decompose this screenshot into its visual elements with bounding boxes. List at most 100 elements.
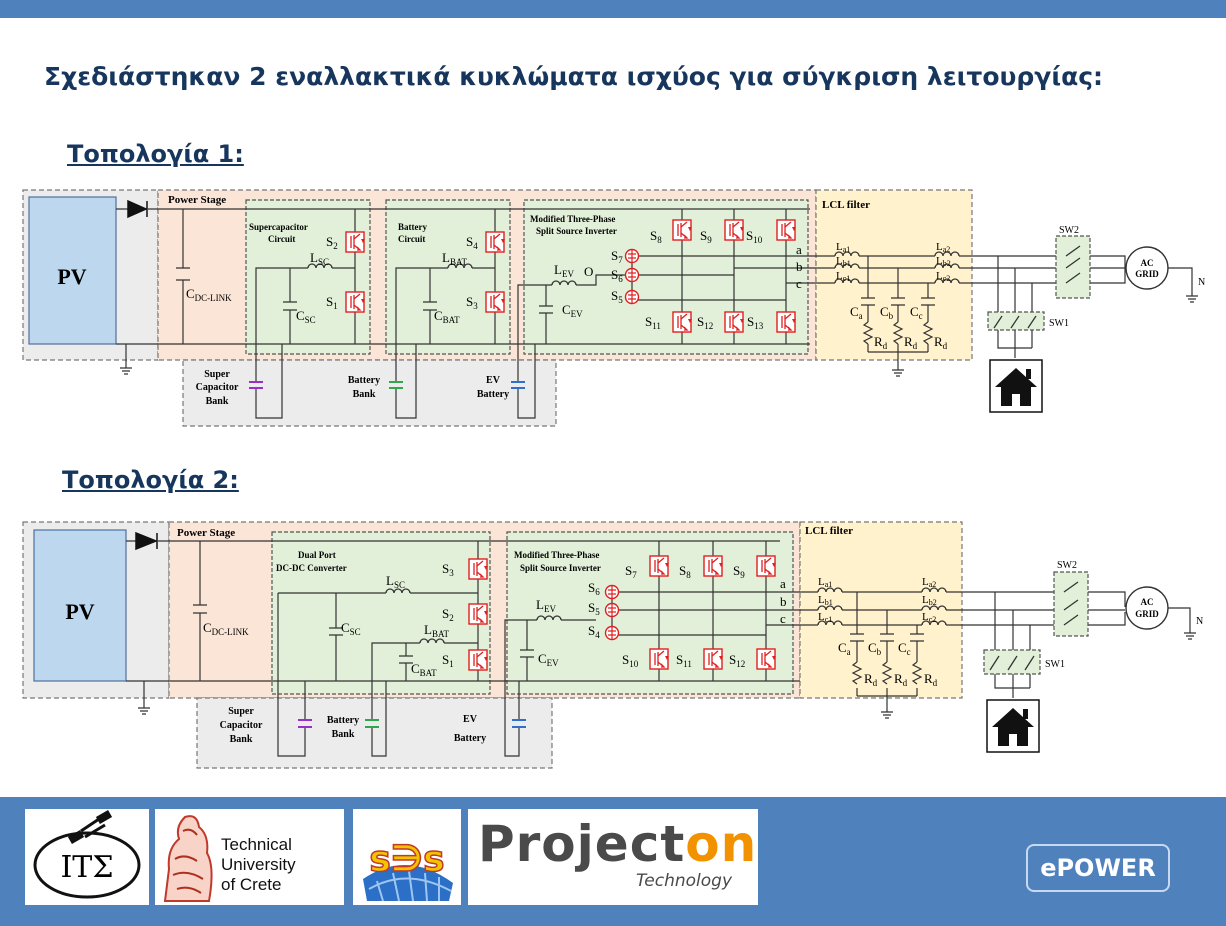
svg-text:S7: S7	[625, 563, 637, 580]
svg-text:S1: S1	[326, 294, 338, 311]
svg-text:S5: S5	[588, 600, 600, 617]
ics-text: ΙΤΣ	[60, 850, 113, 885]
svg-text:S1: S1	[442, 652, 454, 669]
svg-text:Battery: Battery	[327, 715, 359, 726]
svg-text:c: c	[780, 611, 786, 626]
sw1-label-1: SW1	[1049, 318, 1069, 329]
svg-text:Rd: Rd	[864, 671, 878, 688]
svg-text:Bank: Bank	[230, 734, 253, 745]
svg-text:Rd: Rd	[934, 334, 948, 351]
ses-solar-icon: s∋s	[363, 838, 453, 902]
dual-port-label-b: DC-DC Converter	[276, 563, 347, 573]
lcl-filter-label-1: LCL filter	[822, 199, 870, 211]
bat-circuit-label-1a: Battery	[398, 222, 427, 232]
svg-text:Battery: Battery	[477, 389, 509, 400]
svg-text:Super: Super	[204, 369, 230, 380]
svg-text:Bank: Bank	[332, 729, 355, 740]
svg-text:Cb: Cb	[880, 304, 894, 321]
svg-text:Cc: Cc	[910, 304, 923, 321]
projecton-logo: Projecton Technology	[468, 809, 758, 905]
svg-text:S8: S8	[650, 228, 662, 245]
tuc-logo: Technical University of Crete	[155, 809, 344, 905]
sw2-label-2: SW2	[1057, 560, 1077, 571]
power-stage-label-1: Power Stage	[168, 194, 226, 206]
tuc-emblem-icon	[163, 815, 213, 902]
svg-text:Lc2: Lc2	[936, 270, 950, 283]
svg-text:Capacitor: Capacitor	[220, 720, 263, 731]
neutral-label-2: N	[1196, 616, 1203, 627]
svg-text:Lc1: Lc1	[836, 270, 850, 283]
pv-panel-2	[33, 529, 127, 682]
svg-text:S4: S4	[466, 234, 478, 251]
svg-text:O: O	[584, 264, 593, 279]
pv-label-2: PV	[65, 599, 94, 624]
svg-text:Ca: Ca	[838, 640, 851, 657]
tuc-line-1: Technical	[221, 835, 292, 854]
tuc-line-2: University	[221, 855, 296, 874]
svg-text:a: a	[796, 242, 802, 257]
svg-text:CSC: CSC	[341, 620, 361, 637]
topology-2-title: Τοπολογία 2:	[62, 466, 239, 494]
lcl-filter-label-2: LCL filter	[805, 525, 853, 537]
sw1-label-2: SW1	[1045, 659, 1065, 670]
svg-text:EV: EV	[486, 375, 501, 386]
ac-grid-label-2a: AC	[1141, 597, 1154, 607]
svg-text:La1: La1	[818, 576, 832, 589]
svg-text:b: b	[796, 259, 803, 274]
inverter-label-2b: Split Source Inverter	[520, 563, 601, 573]
svg-text:La1: La1	[836, 241, 850, 254]
svg-text:CBAT: CBAT	[411, 661, 437, 678]
lcl-filter-block-1	[815, 189, 973, 361]
svg-text:S8: S8	[679, 563, 691, 580]
topology-1-diagram: PV Power Stage LCL filter Supercapacitor…	[22, 189, 1205, 427]
svg-text:Battery: Battery	[454, 733, 486, 744]
svg-text:Battery: Battery	[348, 375, 380, 386]
svg-text:Bank: Bank	[206, 396, 229, 407]
svg-text:Ca: Ca	[850, 304, 863, 321]
ics-emblem-icon: ΙΤΣ	[33, 810, 141, 899]
svg-text:S7: S7	[611, 248, 623, 265]
svg-text:Lb2: Lb2	[922, 594, 937, 607]
power-stage-label-2: Power Stage	[177, 527, 235, 539]
svg-text:S12: S12	[697, 314, 713, 331]
svg-text:Cb: Cb	[868, 640, 882, 657]
topology-2-diagram: PV Power Stage LCL filter Dual Port DC-D…	[22, 521, 1203, 769]
svg-text:c: c	[796, 276, 802, 291]
svg-text:EV: EV	[463, 714, 478, 725]
svg-text:S11: S11	[676, 652, 692, 669]
svg-text:S11: S11	[645, 314, 661, 331]
storage-bank-block-1	[182, 359, 557, 427]
svg-text:S4: S4	[588, 623, 600, 640]
pv-panel-1	[28, 196, 117, 345]
svg-text:S5: S5	[611, 288, 623, 305]
svg-text:Bank: Bank	[353, 389, 376, 400]
svg-text:Super: Super	[228, 706, 254, 717]
svg-text:S6: S6	[588, 580, 600, 597]
inverter-label-1b: Split Source Inverter	[536, 226, 617, 236]
svg-text:S10: S10	[622, 652, 639, 669]
projecton-sub-text: Technology	[636, 871, 733, 891]
svg-text:a: a	[780, 576, 786, 591]
svg-text:S2: S2	[326, 234, 338, 251]
svg-text:S9: S9	[700, 228, 712, 245]
epower-badge: ePOWER	[1026, 844, 1170, 892]
ses-text: s∋s	[369, 839, 444, 880]
ac-grid-label-1b: GRID	[1135, 269, 1159, 279]
svg-text:LEV: LEV	[554, 262, 574, 279]
svg-text:LSC: LSC	[386, 573, 405, 590]
svg-text:Lc2: Lc2	[922, 611, 936, 624]
svg-text:Rd: Rd	[904, 334, 918, 351]
svg-text:La2: La2	[936, 241, 950, 254]
sw2-label-1: SW2	[1059, 225, 1079, 236]
svg-text:S13: S13	[747, 314, 764, 331]
svg-text:S12: S12	[729, 652, 745, 669]
svg-text:Lb1: Lb1	[818, 594, 833, 607]
neutral-label-1: N	[1198, 277, 1205, 288]
projecton-accent-text: on	[685, 815, 758, 873]
sc-circuit-label-1b: Circuit	[268, 234, 295, 244]
ses-logo: s∋s	[353, 809, 461, 905]
dual-port-label-a: Dual Port	[298, 550, 336, 560]
svg-text:S10: S10	[746, 228, 763, 245]
svg-text:CEV: CEV	[538, 651, 559, 668]
